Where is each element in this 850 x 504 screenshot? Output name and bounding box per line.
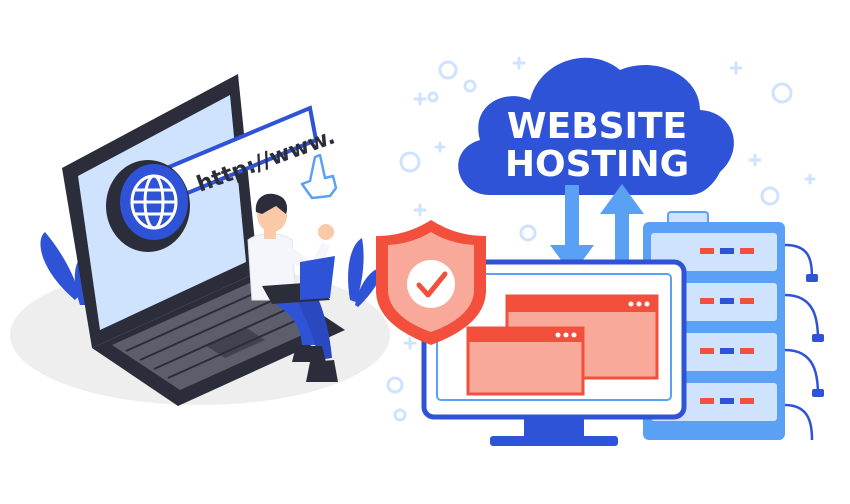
globe-icon <box>106 160 190 252</box>
laptop-keyboard <box>112 282 320 390</box>
hand-pointer-icon <box>300 153 338 200</box>
cloud-title-line1: WEBSITE <box>507 106 687 147</box>
shield-check-icon <box>376 220 486 345</box>
cloud-title-line2: HOSTING <box>505 144 689 185</box>
laptop-trackpad <box>205 327 265 358</box>
server-unit <box>649 231 779 273</box>
arrow-up-icon <box>600 184 644 270</box>
browser-window-front <box>466 326 585 396</box>
decorations <box>386 60 793 422</box>
cloud: WEBSITE HOSTING <box>458 57 734 196</box>
person <box>247 193 338 382</box>
